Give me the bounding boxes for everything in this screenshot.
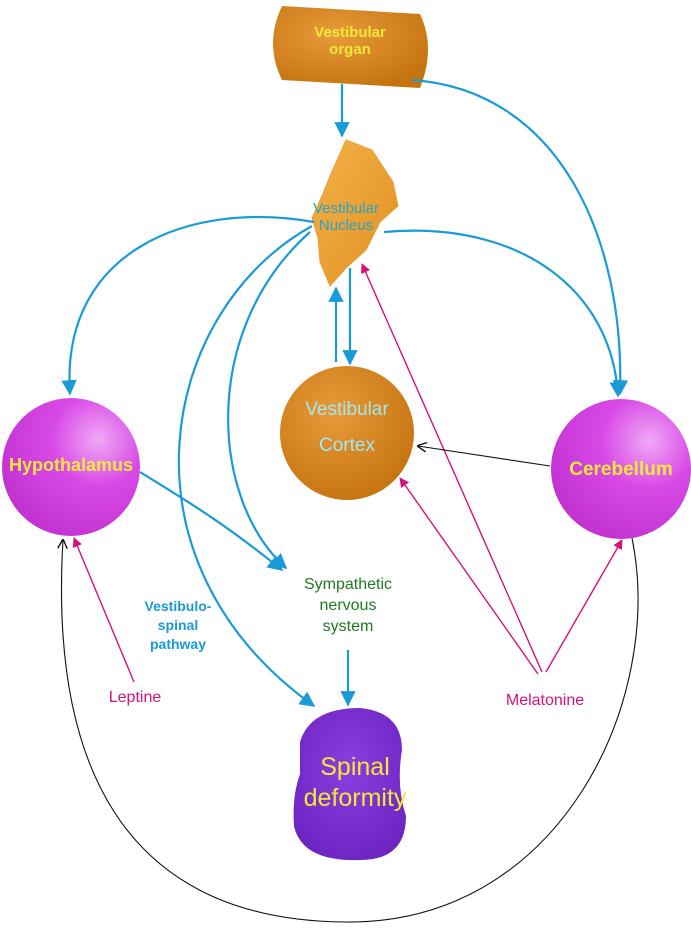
- arrow-vestibulospinal-pathway: [177, 225, 316, 707]
- sympathetic-label: Sympathetic nervous system: [283, 575, 413, 638]
- vestibular-organ-line2: organ: [329, 41, 371, 59]
- sympathetic-line1: Sympathetic: [303, 576, 393, 593]
- melatonine-label: Melatonine: [490, 692, 600, 711]
- spinal-deformity-line1: Spinal: [320, 753, 390, 781]
- vestibular-organ-line1: Vestibular: [314, 24, 386, 41]
- arrow-melatonine-to-cortex: [399, 477, 539, 675]
- arrow-nucleus-to-hypothalamus: [61, 215, 315, 396]
- hypothalamus-shape: [2, 398, 140, 536]
- cerebellum-label: Cerebellum: [569, 459, 673, 480]
- vestibular-nucleus-line2: Nucleus: [318, 217, 374, 235]
- hypothalamus-label: Hypothalamus: [8, 455, 134, 475]
- vestibular-cortex-shape: [280, 366, 414, 500]
- spinal-deformity-label: Spinal deformity: [300, 752, 410, 815]
- arrow-nucleus-to-cerebellum: [383, 229, 625, 398]
- spinal-deformity-line2: deformity: [303, 784, 407, 813]
- vestibulospinal-line2: spinal: [157, 616, 199, 633]
- vestibular-organ-label: Vestibular organ: [300, 24, 400, 59]
- vestibular-cortex-line2: Cortex: [319, 435, 375, 457]
- vestibular-organ-shape: [273, 6, 428, 88]
- vestibular-cortex-line1: Vestibular: [305, 399, 389, 420]
- vestibular-cortex-label: Vestibular Cortex: [297, 392, 397, 464]
- sympathetic-line2: nervous: [319, 596, 377, 614]
- arrow-nucleus-to-sympathetic: [227, 231, 311, 570]
- arrow-hypothalamus-to-sympathetic: [139, 471, 284, 571]
- arrow-melatonine-to-nucleus: [361, 263, 543, 673]
- arrow-cerebellum-to-cortex: [418, 446, 551, 467]
- leptine-label: Leptine: [95, 689, 175, 708]
- arrow-melatonine-to-cerebellum: [545, 539, 623, 673]
- vestibular-nucleus-label: Vestibular Nucleus: [306, 200, 386, 235]
- arrow-leptine-to-hypothalamus: [72, 537, 135, 683]
- arrow-organ-to-cerebellum: [411, 78, 629, 396]
- vestibulospinal-line1: Vestibulo-: [144, 598, 212, 614]
- spinal-deformity-shape: [293, 708, 406, 861]
- vestibulospinal-label: Vestibulo- spinal pathway: [128, 597, 228, 654]
- arrow-cerebellum-loop-to-hypothalamus: [62, 537, 639, 923]
- sympathetic-line3: system: [322, 617, 374, 635]
- vestibular-nucleus-line1: Vestibular: [313, 200, 379, 217]
- vestibular-nucleus-shape: [311, 139, 399, 287]
- vestibulospinal-line3: pathway: [149, 635, 206, 652]
- cerebellum-shape: [551, 399, 691, 539]
